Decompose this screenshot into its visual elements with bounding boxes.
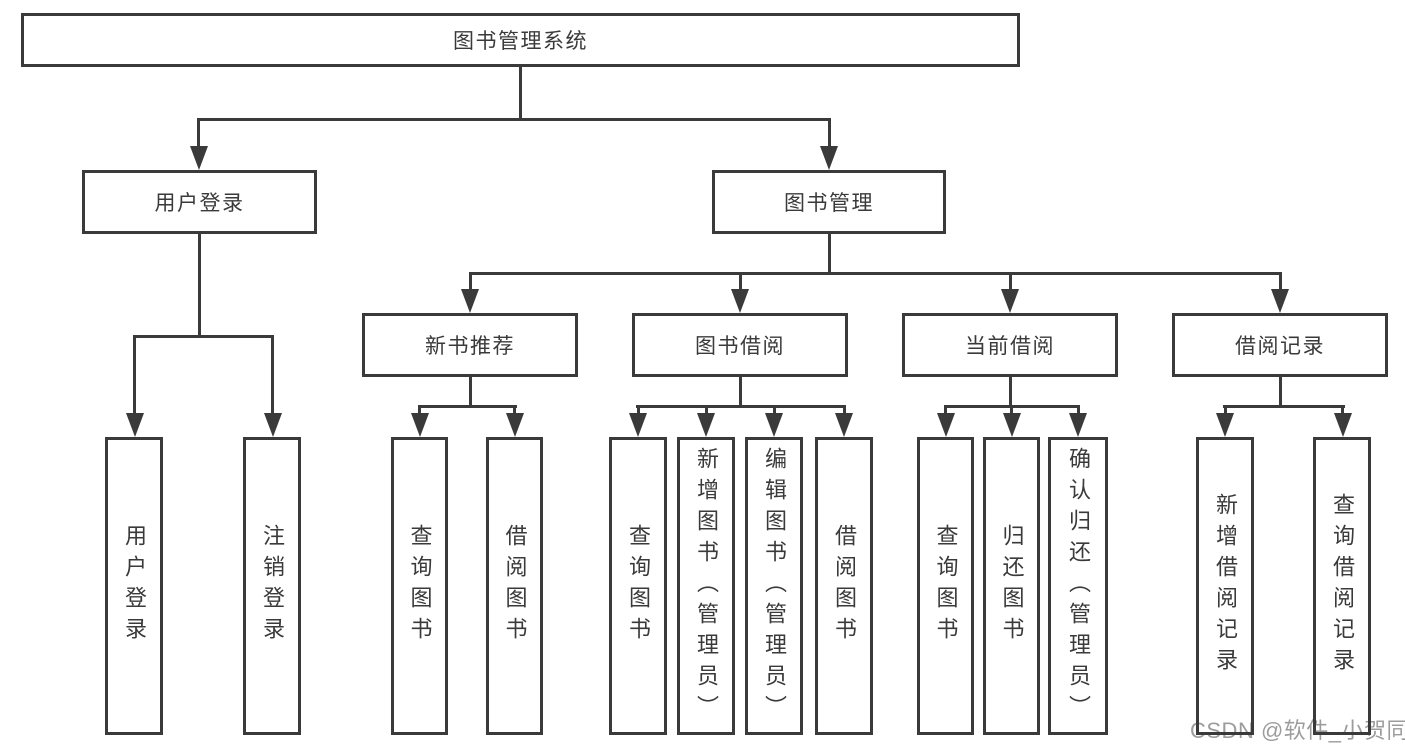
node-label: 查询图书 [933, 524, 959, 648]
arrowhead-down [835, 413, 853, 437]
connector [828, 118, 831, 150]
leaf-newbook-query-books: 查询图书 [391, 437, 448, 735]
node-label: 当前借阅 [965, 335, 1055, 358]
leaf-newbook-borrow-books: 借阅图书 [486, 437, 543, 735]
node-label: 查询图书 [407, 524, 433, 648]
node-label: 借阅图书 [502, 524, 528, 648]
connector [843, 405, 846, 417]
connector [469, 272, 1282, 275]
arrowhead-down [820, 146, 838, 170]
arrowhead-down [190, 146, 208, 170]
node-book-borrow: 图书借阅 [632, 313, 848, 377]
node-label: 新增图书（管理员） [694, 446, 719, 726]
connector [1009, 377, 1012, 408]
connector [636, 405, 845, 408]
leaf-current-return-books: 归还图书 [983, 437, 1040, 735]
connector [418, 405, 421, 417]
node-label: 查询图书 [626, 524, 651, 648]
arrowhead-down [1216, 413, 1234, 437]
node-new-book-recommend: 新书推荐 [362, 313, 578, 377]
node-label: 图书管理 [784, 192, 874, 215]
arrowhead-down [1334, 413, 1352, 437]
leaf-records-add-record: 新增借阅记录 [1196, 437, 1254, 735]
node-library-system: 图书管理系统 [21, 13, 1020, 67]
arrowhead-down [1271, 289, 1289, 313]
connector [1224, 405, 1227, 417]
node-user-login: 用户登录 [82, 170, 317, 234]
connector [1279, 272, 1282, 292]
node-label: 新书推荐 [425, 335, 515, 358]
arrowhead-down [731, 289, 749, 313]
node-label: 注销登录 [260, 524, 285, 648]
watermark: CSDN @软件_小贺同学 [1190, 718, 1405, 743]
connector [739, 377, 742, 408]
connector [469, 377, 472, 408]
connector [1009, 272, 1012, 292]
leaf-current-query-books: 查询图书 [917, 437, 974, 735]
node-label: 编辑图书（管理员） [762, 446, 787, 726]
node-label: 图书借阅 [695, 335, 785, 358]
connector [828, 234, 831, 275]
leaf-borrow-borrow-books: 借阅图书 [815, 437, 873, 735]
node-label: 图书管理系统 [453, 30, 588, 53]
connector [1279, 377, 1282, 408]
arrowhead-down [461, 289, 479, 313]
leaf-logout-login: 注销登录 [243, 437, 301, 735]
leaf-borrow-add-books-admin: 新增图书（管理员） [677, 437, 735, 735]
arrowhead-down [1069, 413, 1087, 437]
arrowhead-down [629, 413, 647, 437]
arrowhead-down [1001, 289, 1019, 313]
node-label: 查询借阅记录 [1330, 493, 1355, 679]
connector [773, 405, 776, 417]
node-current-borrow: 当前借阅 [902, 313, 1118, 377]
node-label: 确认归还（管理员） [1066, 446, 1091, 726]
connector [418, 405, 517, 408]
connector [1341, 405, 1344, 417]
connector [469, 272, 472, 292]
node-label: 用户登录 [154, 192, 245, 215]
connector [133, 335, 136, 417]
connector [705, 405, 708, 417]
node-book-management: 图书管理 [712, 170, 946, 234]
connector [513, 405, 516, 417]
connector [519, 67, 522, 121]
arrowhead-down [126, 413, 144, 437]
connector [133, 335, 274, 338]
leaf-records-query-record: 查询借阅记录 [1313, 437, 1371, 735]
arrowhead-down [765, 413, 783, 437]
node-label: 用户登录 [122, 524, 147, 648]
leaf-borrow-query-books: 查询图书 [609, 437, 667, 735]
connector [197, 118, 200, 150]
leaf-borrow-edit-books-admin: 编辑图书（管理员） [745, 437, 803, 735]
connector [1223, 405, 1345, 408]
arrowhead-down [697, 413, 715, 437]
connector [1077, 405, 1080, 417]
connector [197, 118, 831, 121]
connector [739, 272, 742, 292]
connector [1010, 405, 1013, 417]
node-label: 借阅记录 [1235, 335, 1325, 358]
arrowhead-down [411, 413, 429, 437]
node-label: 借阅图书 [832, 524, 857, 648]
connector [271, 335, 274, 417]
node-label: 归还图书 [999, 524, 1025, 648]
arrowhead-down [506, 413, 524, 437]
leaf-user-login: 用户登录 [105, 437, 163, 735]
arrowhead-down [937, 413, 955, 437]
node-label: 新增借阅记录 [1213, 493, 1238, 679]
node-borrow-records: 借阅记录 [1172, 313, 1388, 377]
leaf-current-confirm-return-admin: 确认归还（管理员） [1048, 437, 1108, 735]
connector [637, 405, 640, 417]
arrowhead-down [264, 413, 282, 437]
arrowhead-down [1003, 413, 1021, 437]
connector [944, 405, 947, 417]
connector [198, 234, 201, 338]
